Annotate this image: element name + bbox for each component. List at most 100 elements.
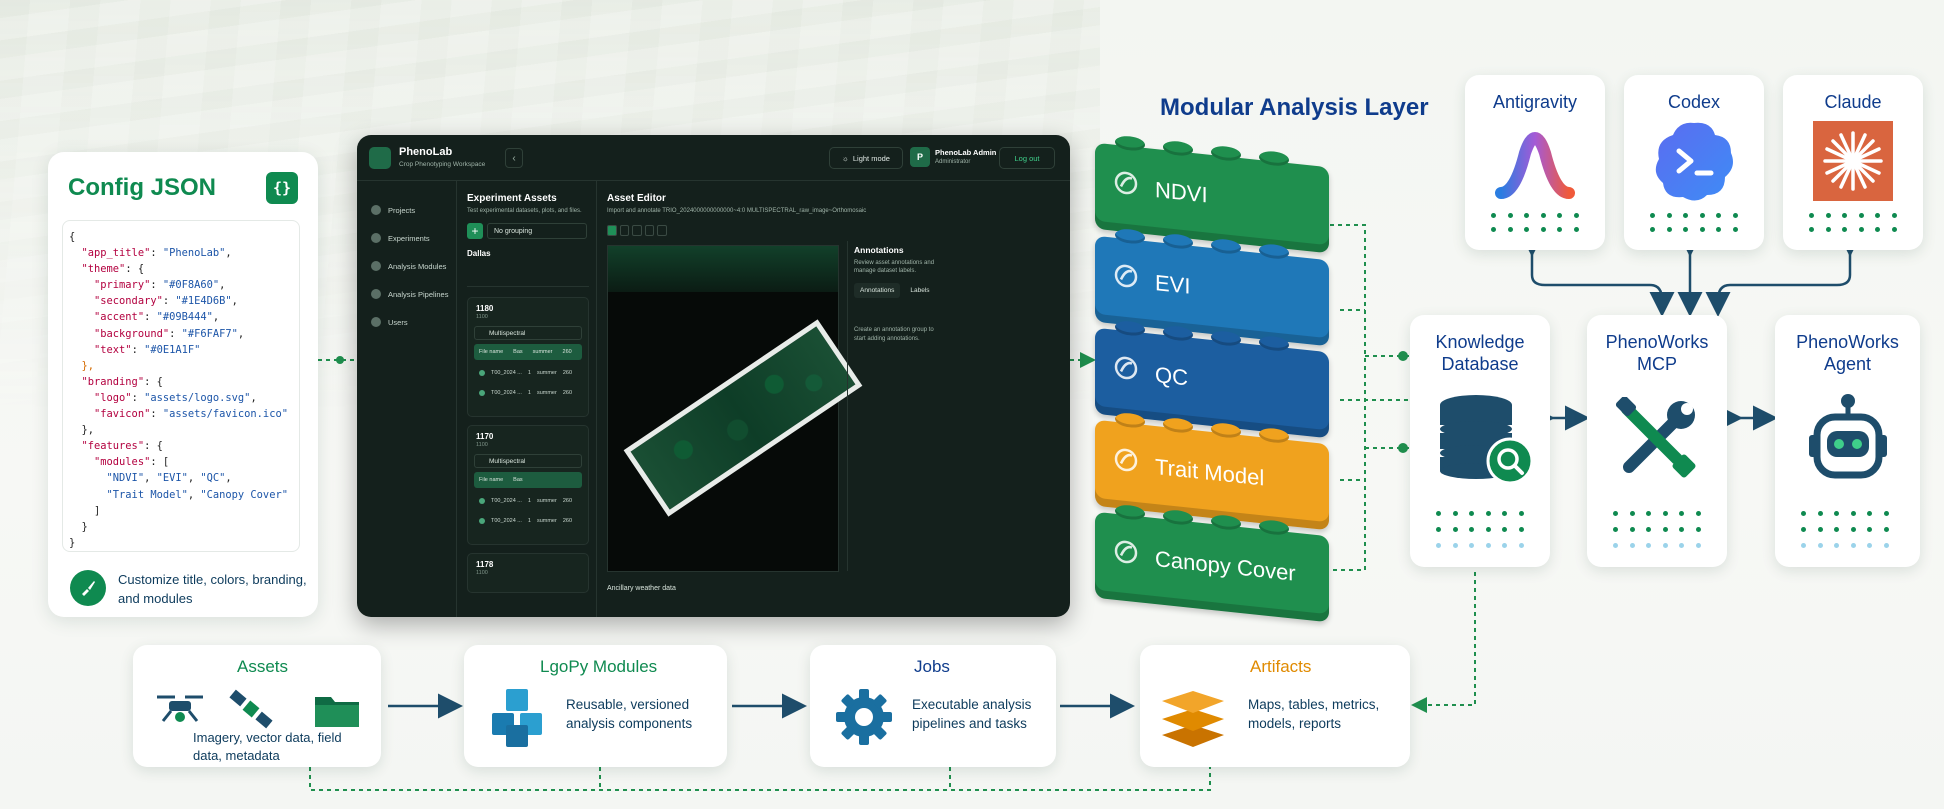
code-line: "branding": { (69, 374, 293, 390)
user-avatar[interactable]: P (910, 147, 930, 167)
annotations-panel: Annotations Review asset annotations and… (847, 241, 945, 571)
light-mode-button[interactable]: ☼Light mode (829, 147, 903, 169)
app-logo-icon (369, 147, 391, 169)
dots-row (1436, 543, 1524, 548)
code-token: , (219, 279, 226, 292)
annotations-empty-state: Create an annotation group to start addi… (854, 327, 934, 342)
col-file: File name (479, 349, 504, 355)
canvas-shade (608, 246, 838, 292)
site-group[interactable]: Dallas (467, 249, 589, 287)
folder-icon (371, 205, 381, 215)
dots-row (1809, 213, 1897, 218)
code-token: : { (144, 440, 163, 453)
code-token: , (250, 391, 257, 404)
grouping-select[interactable]: No grouping (487, 223, 587, 239)
code-line: { (69, 229, 293, 245)
row-file: T00_2024 ... (491, 370, 522, 376)
assets-card: Assets Imagery, vector data, field data,… (133, 645, 381, 767)
experiment-card[interactable]: 1178 1100 (467, 553, 589, 593)
brick-label: EVI (1155, 270, 1191, 299)
code-token: , (231, 295, 238, 308)
editor-subtitle: Import and annotate TRIO_202400000000000… (607, 208, 867, 214)
nav-analysis-pipelines-label: Analysis Pipelines (388, 289, 449, 299)
config-code-block: { "app_title": "PhenoLab", "theme": { "p… (62, 220, 300, 552)
collapse-sidebar-button[interactable]: ‹ (505, 148, 523, 168)
lgopy-modules-card: LgoPy Modules Reusable, versioned analys… (464, 645, 727, 767)
code-token: : (131, 343, 145, 356)
claude-card: Claude (1783, 75, 1923, 250)
dots-row (1491, 213, 1579, 218)
nav-experiments[interactable]: Experiments (371, 233, 430, 243)
tab-annotations[interactable]: Annotations (854, 283, 901, 298)
robot-icon (1809, 394, 1887, 479)
antigravity-title: Antigravity (1492, 92, 1578, 112)
editor-toolbar (607, 225, 667, 239)
orthomosaic-plot-strip (623, 319, 863, 517)
ancillary-weather-section[interactable]: Ancillary weather data (607, 585, 676, 592)
code-token: , (212, 311, 220, 324)
delete-tool-icon[interactable] (644, 225, 655, 236)
jobs-title: Jobs (914, 657, 950, 676)
database-search-icon (1440, 395, 1534, 485)
code-token: : (131, 391, 145, 404)
phenolab-app-window: PhenoLab Crop Phenotyping Workspace ‹ ☼L… (357, 135, 1070, 617)
multispectral-select[interactable]: Multispectral (474, 454, 582, 468)
phenoworks-agent-card: PhenoWorks Agent (1775, 315, 1920, 567)
nav-analysis-pipelines[interactable]: Analysis Pipelines (371, 289, 448, 299)
code-line: } (69, 519, 293, 535)
code-token: : (150, 279, 163, 292)
file-icon (479, 390, 485, 396)
nav-users[interactable]: Users (371, 317, 408, 327)
experiment-id: 1180 (476, 304, 494, 313)
code-token: "#0E1A1F" (144, 343, 201, 356)
row-file: T00_2024 ... (491, 518, 522, 524)
artifacts-title: Artifacts (1250, 657, 1312, 676)
lgopy-desc: Reusable, versioned analysis components (566, 697, 693, 731)
assets-title: Assets (237, 657, 289, 676)
code-token: "secondary" (69, 295, 163, 308)
experiment-sub: 1100 (476, 314, 488, 320)
modules-icon (371, 261, 381, 271)
prev-tool-icon[interactable] (632, 225, 642, 236)
col-bas: Bas (513, 349, 523, 355)
dots-row (1650, 213, 1738, 218)
tab-labels[interactable]: Labels (910, 287, 930, 294)
code-token: } (69, 520, 88, 533)
row-bas: 1 (527, 498, 531, 504)
assets-subtitle: Test experimental datasets, plots, and f… (467, 208, 582, 214)
app-sidebar: Projects Experiments Analysis Modules An… (357, 181, 457, 617)
code-token: "#1E4D6B" (175, 295, 232, 308)
logout-button[interactable]: Log out (999, 147, 1055, 169)
experiment-id: 1170 (476, 432, 494, 441)
row-num: 260 (562, 518, 573, 524)
code-token: "theme" (69, 263, 126, 276)
nav-analysis-modules[interactable]: Analysis Modules (371, 261, 446, 271)
experiment-assets-panel: Experiment Assets Test experimental data… (457, 181, 597, 617)
close-tool-icon[interactable] (619, 225, 630, 236)
next-tool-icon[interactable] (657, 225, 667, 236)
code-token: , (225, 472, 232, 485)
code-token: "background" (69, 327, 170, 340)
image-canvas[interactable] (607, 245, 863, 572)
chart-line-icon (1111, 259, 1141, 292)
code-token: "PhenoLab" (162, 247, 226, 260)
code-line: "secondary": "#1E4D6B", (69, 293, 293, 309)
code-line: "favicon": "assets/favicon.ico" (69, 406, 293, 422)
code-token: "Trait Model" (69, 488, 188, 501)
add-asset-button[interactable]: + (467, 223, 483, 239)
nav-projects[interactable]: Projects (371, 205, 415, 215)
config-title: Config JSON (68, 174, 216, 201)
code-token: "text" (69, 343, 132, 356)
select-tool-icon[interactable] (607, 225, 617, 236)
paintbrush-icon (70, 570, 106, 606)
multispectral-select[interactable]: Multispectral (474, 326, 582, 340)
code-line: "modules": [ (69, 454, 293, 470)
code-line: }, (69, 422, 293, 438)
